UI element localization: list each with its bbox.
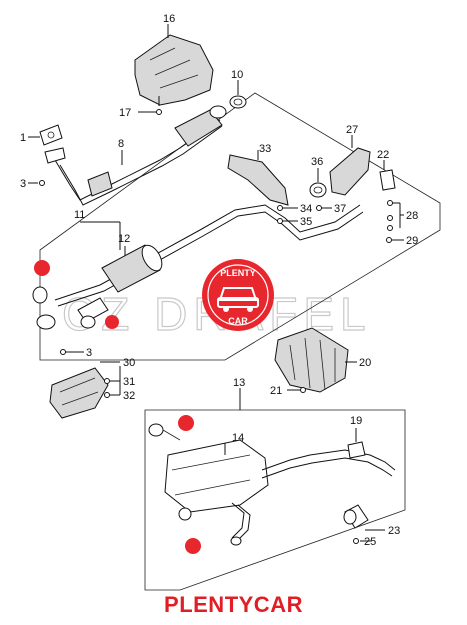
label-17: 17	[119, 107, 131, 119]
heat-shield-part-27	[329, 147, 371, 196]
heat-shield-part	[134, 34, 214, 106]
lower-assembly-frame	[144, 409, 406, 591]
rear-muffler	[164, 439, 396, 546]
label-11: 11	[74, 209, 85, 221]
label-33: 33	[259, 143, 271, 155]
label-25: 25	[364, 536, 376, 548]
highlight-marker-2	[105, 315, 119, 329]
footer-brand-text: PLENTYCAR	[164, 592, 303, 617]
highlight-marker-1	[34, 260, 50, 276]
label-27: 27	[346, 124, 358, 136]
label-35: 35	[300, 216, 312, 228]
label-10: 10	[231, 69, 243, 81]
heat-shield-lower-left	[49, 367, 109, 419]
label-34: 34	[300, 203, 312, 215]
plentycar-badge: PLENTY CAR	[202, 259, 274, 331]
label-3-lower: 3	[86, 347, 92, 359]
highlight-marker-4	[185, 538, 201, 554]
label-22: 22	[377, 149, 389, 161]
label-36: 36	[311, 156, 323, 168]
rear-hanger-lower	[178, 507, 192, 521]
label-37: 37	[334, 203, 346, 215]
front-pipe-catalyst	[54, 105, 227, 206]
label-3-upper: 3	[20, 178, 26, 190]
label-1: 1	[20, 132, 26, 144]
label-29: 29	[406, 235, 418, 247]
hanger-part-23	[343, 504, 369, 529]
label-20: 20	[359, 357, 371, 369]
upper-assembly-frame	[39, 92, 441, 361]
highlight-marker-3	[178, 415, 194, 431]
heat-shield-part-33	[227, 154, 289, 206]
label-30: 30	[123, 357, 135, 369]
label-31: 31	[123, 376, 135, 388]
heat-shield-part-20	[274, 327, 349, 393]
label-23: 23	[388, 525, 400, 537]
label-28: 28	[406, 210, 418, 222]
label-13: 13	[233, 377, 245, 389]
label-8: 8	[118, 138, 124, 150]
hanger-part-22	[379, 169, 396, 191]
rubber-hanger-left	[32, 286, 96, 330]
hanger-part-19	[347, 441, 366, 459]
badge-bottom-text: CAR	[228, 316, 248, 326]
label-19: 19	[350, 415, 362, 427]
label-32: 32	[123, 390, 135, 402]
label-21: 21	[270, 385, 282, 397]
center-pipe-resonator	[54, 204, 364, 323]
label-12: 12	[118, 233, 130, 245]
rear-hanger-upper	[148, 423, 164, 437]
car-icon	[217, 287, 259, 312]
badge-top-text: PLENTY	[220, 268, 256, 278]
label-14: 14	[232, 432, 244, 444]
label-16: 16	[163, 13, 175, 25]
clamp-part-36	[309, 182, 327, 198]
